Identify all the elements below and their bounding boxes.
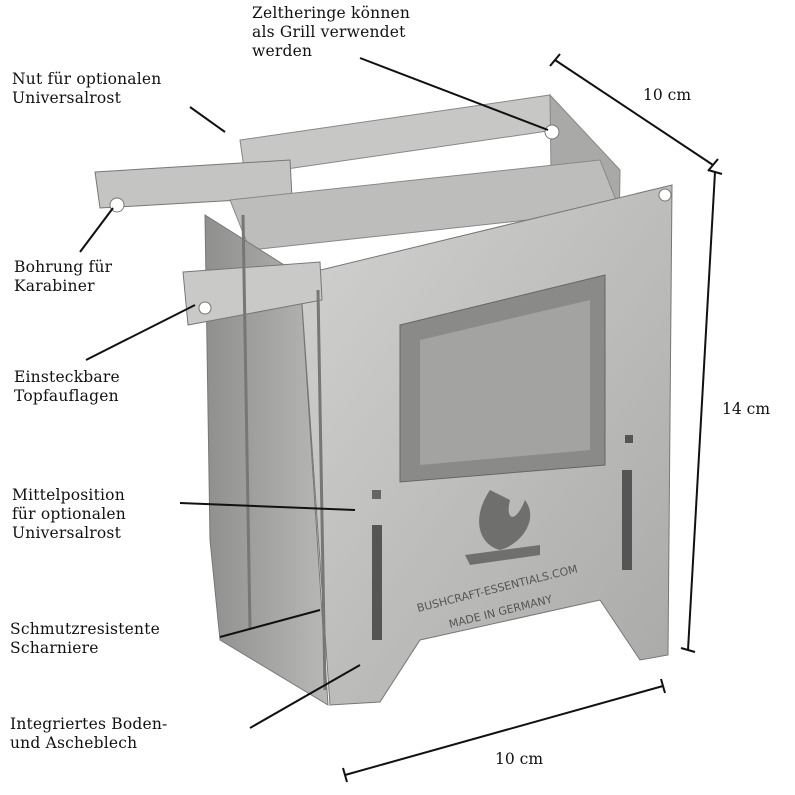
label-line: Bohrung für — [14, 258, 113, 276]
peg-hole-2 — [658, 188, 672, 202]
label-line: Topfauflagen — [14, 387, 119, 405]
label-middle-position: Mittelposition für optionalen Universalr… — [12, 486, 126, 543]
label-line: Universalrost — [12, 524, 122, 542]
label-tent-pegs: Zeltheringe können als Grill verwendet w… — [252, 4, 410, 61]
label-hinges: Schmutzresistente Scharniere — [10, 620, 160, 658]
label-line: Universalrost — [12, 89, 122, 107]
dimension-lines — [342, 53, 723, 783]
square-hole-2 — [372, 490, 381, 499]
label-line: Karabiner — [14, 277, 95, 295]
label-line: Scharniere — [10, 639, 99, 657]
window-inner — [420, 300, 590, 465]
label-pot-supports: Einsteckbare Topfauflagen — [14, 368, 120, 406]
dimension-width: 10 cm — [495, 750, 544, 768]
label-groove: Nut für optionalen Universalrost — [12, 70, 161, 108]
label-line: Schmutzresistente — [10, 620, 160, 638]
label-line: Zeltheringe können — [252, 4, 411, 22]
pot-support-hole — [198, 301, 212, 315]
flame-logo — [465, 490, 540, 565]
label-line: und Ascheblech — [10, 734, 138, 752]
label-line: für optionalen — [12, 505, 126, 523]
label-bottom-plate: Integriertes Boden- und Ascheblech — [10, 715, 168, 753]
pot-support-flange — [182, 261, 323, 326]
label-line: Einsteckbare — [14, 368, 120, 386]
label-line: Integriertes Boden- — [10, 715, 168, 733]
hinge-column — [241, 214, 327, 691]
label-line: als Grill verwendet — [252, 23, 406, 41]
leader-lines — [79, 57, 549, 729]
peg-hole — [544, 124, 560, 140]
label-line: Nut für optionalen — [12, 70, 162, 88]
label-line: Mittelposition — [12, 486, 125, 504]
air-slot-left — [372, 525, 382, 640]
label-line: werden — [252, 42, 313, 60]
label-hole: Bohrung für Karabiner — [14, 258, 112, 296]
dimension-depth: 10 cm — [643, 86, 692, 104]
square-hole — [625, 435, 633, 443]
dimension-height: 14 cm — [722, 400, 771, 418]
air-slot — [622, 470, 632, 570]
